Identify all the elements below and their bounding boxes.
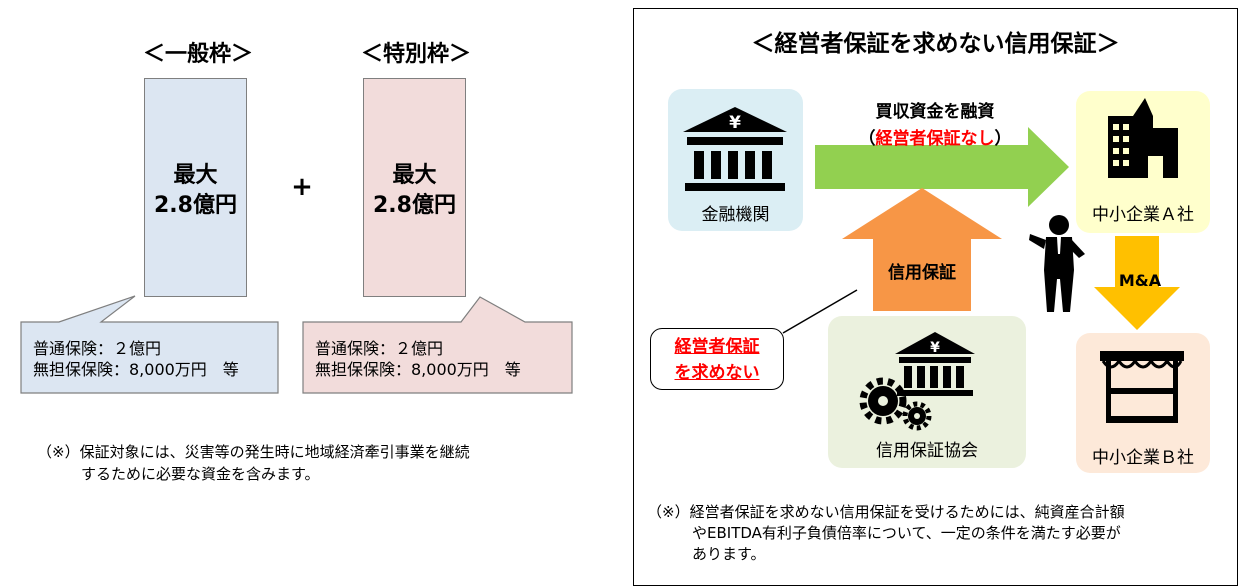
svg-text:¥: ¥ <box>930 340 940 356</box>
special-frame-header: ＜特別枠＞ <box>360 42 471 67</box>
general-bar-line1: 最大 <box>173 163 218 188</box>
left-footnote-line2: するために必要な資金を含みます。 <box>81 465 320 483</box>
general-bar-amount: 2.8億円 <box>154 193 237 218</box>
badge-line1: 経営者保証 <box>674 337 760 357</box>
general-callout-text: 普通保険：２億円 無担保保険：8,000万円 等 <box>33 338 239 380</box>
right-footnote-line2: やEBITDA有利子負債倍率について、一定の条件を満たす必要が <box>692 524 1121 542</box>
diagram-graphics: ¥ ¥ <box>683 98 1184 431</box>
company-b-label: 中小企業Ｂ社 <box>1092 448 1194 468</box>
loan-arrow-paren-open: （ <box>858 129 876 149</box>
general-callout-line1: 普通保険：２億円 <box>33 339 162 358</box>
right-panel-title: ＜経営者保証を求めない信用保証＞ <box>751 31 1120 57</box>
no-ceo-guarantee-badge: 経営者保証 を求めない <box>650 328 784 390</box>
general-frame-header: ＜一般枠＞ <box>142 42 253 67</box>
right-panel-frame <box>633 8 1238 586</box>
loan-arrow-paren-close: ） <box>994 129 1012 149</box>
loan-arrow-red-text: 経営者保証なし <box>875 129 995 149</box>
ma-label: M&A <box>1118 271 1162 290</box>
right-footnote-line1: （※）経営者保証を求めない信用保証を受けるためには、純資産合計額 <box>647 503 1125 521</box>
loan-arrow-text: 買収資金を融資 （経営者保証なし） <box>815 99 1055 153</box>
svg-text:¥: ¥ <box>729 113 741 133</box>
loan-arrow <box>815 127 1069 207</box>
special-limit-bar: 最大 2.8億円 <box>363 78 466 297</box>
special-bar-amount: 2.8億円 <box>373 193 456 218</box>
ma-arrow <box>1094 236 1180 330</box>
businessman-icon <box>1029 215 1085 312</box>
factory-icon <box>1108 98 1178 178</box>
loan-arrow-line2: （経営者保証なし） <box>815 126 1055 153</box>
gear-small-icon <box>902 401 932 431</box>
company-a-label: 中小企業Ａ社 <box>1092 205 1194 225</box>
bank-label: 金融機関 <box>701 205 770 225</box>
guarantee-arrow-label: 信用保証 <box>888 263 956 283</box>
left-footnote: （※）保証対象には、災害等の発生時に地域経済牽引事業を継続 するために必要な資金… <box>37 441 597 485</box>
plus-sign: + <box>291 172 313 202</box>
special-callout-line1: 普通保険：２億円 <box>315 339 444 358</box>
right-footnote-line3: あります。 <box>692 545 766 563</box>
association-icon: ¥ <box>859 332 975 431</box>
right-footnote: （※）経営者保証を求めない信用保証を受けるためには、純資産合計額 やEBITDA… <box>647 502 1232 565</box>
left-footnote-line1: （※）保証対象には、災害等の発生時に地域経済牽引事業を継続 <box>37 443 470 461</box>
badge-connector <box>782 289 858 334</box>
general-callout-shape <box>20 295 279 394</box>
bank-icon: ¥ <box>683 107 787 191</box>
gear-large-icon <box>859 377 907 425</box>
market-stall-icon <box>1100 351 1184 423</box>
general-limit-bar: 最大 2.8億円 <box>144 78 247 297</box>
guarantee-arrow <box>842 188 1002 311</box>
general-callout-line2: 無担保保険：8,000万円 等 <box>33 360 239 379</box>
special-callout-text: 普通保険：２億円 無担保保険：8,000万円 等 <box>315 338 521 380</box>
badge-line2: を求めない <box>674 363 760 383</box>
callout-shapes <box>20 295 573 394</box>
special-bar-line1: 最大 <box>392 163 437 188</box>
association-label: 信用保証協会 <box>876 441 978 461</box>
special-callout-line2: 無担保保険：8,000万円 等 <box>315 360 521 379</box>
special-callout-shape <box>302 296 573 394</box>
loan-arrow-line1: 買収資金を融資 <box>875 102 995 122</box>
